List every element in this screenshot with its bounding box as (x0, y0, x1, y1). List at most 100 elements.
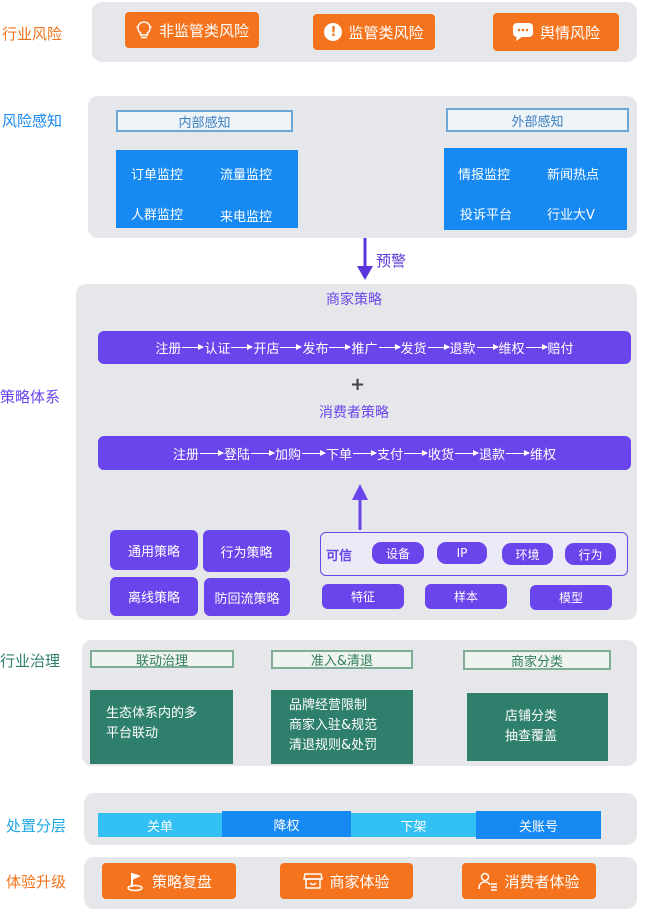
disposal-label: 处置分层 (6, 817, 67, 835)
behavior-strategy-button[interactable]: 行为策略 (203, 530, 290, 572)
trust-environment[interactable]: 环境 (502, 543, 553, 565)
flow-arrow-icon (525, 344, 548, 350)
non-regulatory-risk-label: 非监管类风险 (158, 21, 249, 40)
admission-exit-box: 品牌经营限制 商家入驻&规范 清退规则&处罚 (271, 690, 413, 764)
classify-line-1: 店铺分类 (505, 709, 558, 724)
offline-strategy-button[interactable]: 离线策略 (110, 577, 198, 616)
merchant-flow-step: 发货 (400, 342, 427, 357)
public-opinion-risk-button[interactable]: 舆情风险 (493, 13, 619, 51)
linkage-line-2: 平台联动 (106, 726, 159, 741)
consumer-flow-step: 下单 (325, 447, 352, 463)
strategy-label: 策略体系 (0, 388, 61, 406)
consumer-flow: 注册 登陆 加购 下单 支付 收货 退款 维权 (173, 444, 556, 463)
merchant-flow-step: 赔付 (547, 342, 574, 357)
flow-arrow-icon (250, 449, 275, 456)
consumer-flow-step: 退款 (479, 447, 506, 463)
governance-label: 行业治理 (0, 652, 61, 670)
flow-arrow-icon (353, 449, 377, 456)
admission-exit-title: 准入&清退 (271, 650, 413, 669)
admission-line-2: 商家入驻&规范 (289, 718, 378, 733)
lightbulb-icon (135, 21, 152, 39)
merchant-flow-step: 退款 (449, 342, 476, 357)
experience-panel: 策略复盘 商家体验 消费者体验 (84, 857, 637, 909)
order-monitor: 订单监控 (131, 168, 184, 183)
strategy-review-button[interactable]: 策略复盘 (102, 863, 236, 899)
consumer-flow-step: 支付 (377, 447, 404, 463)
merchant-classify-title: 商家分类 (463, 650, 611, 670)
trust-box: 可信 设备 IP 环境 行为 (320, 532, 628, 576)
consumer-flow-step: 收货 (428, 447, 455, 463)
non-regulatory-risk-button[interactable]: 非监管类风险 (125, 12, 259, 48)
merchant-experience-label: 商家体验 (329, 872, 390, 891)
strategy-review-label: 策略复盘 (151, 872, 212, 891)
internal-perception-box: 订单监控 流量监控 人群监控 来电监控 (116, 150, 298, 228)
trust-device[interactable]: 设备 (372, 542, 424, 564)
flow-arrow-icon (301, 449, 326, 456)
merchant-flow-step: 认证 (204, 342, 231, 357)
call-monitor: 来电监控 (220, 210, 273, 225)
risk-perception-label: 风险感知 (2, 112, 63, 130)
internal-perception-title: 内部感知 (116, 110, 293, 132)
trust-behavior[interactable]: 行为 (565, 543, 616, 565)
consumer-experience-button[interactable]: 消费者体验 (462, 863, 596, 899)
linkage-governance-box: 生态体系内的多 平台联动 (90, 690, 233, 764)
disposal-panel: 关单 降权 下架 关账号 (84, 793, 637, 845)
classify-line-2: 抽查覆盖 (505, 729, 558, 744)
flow-arrow-icon (427, 344, 450, 350)
risk-perception-panel: 内部感知 外部感知 订单监控 流量监控 人群监控 来电监控 情报监控 新闻热点 … (88, 96, 637, 238)
industry-risk-label: 行业风险 (2, 25, 63, 43)
regulatory-risk-button[interactable]: ! 监管类风险 (313, 14, 435, 50)
flow-arrow-icon (455, 449, 480, 456)
admission-line-1: 品牌经营限制 (289, 698, 368, 713)
linkage-governance-title: 联动治理 (90, 650, 234, 669)
merchant-flow-step: 维权 (498, 342, 525, 357)
demote-segment[interactable]: 降权 (222, 811, 351, 837)
feature-button[interactable]: 特征 (322, 584, 404, 609)
flow-arrow-icon (231, 344, 254, 350)
warning-label: 预警 (376, 252, 407, 270)
close-order-segment[interactable]: 关单 (98, 813, 222, 837)
merchant-flow: 注册 认证 开店 发布 推广 发货 退款 维权 赔付 (155, 338, 573, 357)
sample-button[interactable]: 样本 (425, 584, 507, 609)
merchant-experience-button[interactable]: 商家体验 (280, 863, 413, 899)
experience-label: 体验升级 (6, 873, 67, 891)
flow-arrow-icon (182, 344, 205, 350)
flow-arrow-icon (280, 344, 303, 350)
industry-influencer: 行业大V (547, 208, 595, 223)
consumer-flow-step: 注册 (172, 447, 199, 463)
governance-panel: 联动治理 准入&清退 商家分类 生态体系内的多 平台联动 品牌经营限制 商家入驻… (82, 640, 637, 766)
consumer-flow-step: 加购 (274, 447, 301, 463)
model-button[interactable]: 模型 (530, 585, 612, 610)
merchant-flow-step: 开店 (253, 342, 280, 357)
flow-arrow-icon (506, 449, 531, 456)
user-list-icon (478, 872, 498, 891)
warning-arrow-icon (357, 238, 373, 280)
complaint-platform: 投诉平台 (460, 208, 513, 223)
flag-icon (127, 873, 143, 892)
strategy-panel: 商家策略 注册认证开店发布推广发货退款维权赔付 + 消费者策略 注册登陆加购下单… (76, 284, 637, 620)
merchant-flow-step: 推广 (351, 342, 378, 357)
delist-segment[interactable]: 下架 (351, 813, 476, 837)
trust-ip[interactable]: IP (437, 542, 487, 564)
general-strategy-button[interactable]: 通用策略 (110, 530, 198, 570)
public-opinion-risk-label: 舆情风险 (539, 23, 600, 42)
exclamation-icon: ! (324, 23, 343, 41)
regulatory-risk-label: 监管类风险 (348, 23, 424, 42)
flow-arrow-icon (404, 449, 429, 456)
news-hotspot: 新闻热点 (547, 168, 600, 183)
external-perception-title: 外部感知 (446, 108, 629, 132)
flow-arrow-icon (476, 344, 499, 350)
merchant-flow-step: 注册 (155, 342, 182, 357)
consumer-strategy-title: 消费者策略 (319, 405, 389, 421)
plus-sign: + (350, 374, 366, 395)
anti-backflow-strategy-button[interactable]: 防回流策略 (204, 578, 290, 616)
up-arrow-icon (352, 484, 368, 530)
industry-risk-panel: 非监管类风险 ! 监管类风险 舆情风险 (92, 2, 637, 62)
consumer-flow-step: 登陆 (223, 447, 250, 463)
intel-monitor: 情报监控 (458, 168, 511, 183)
flow-arrow-icon (199, 449, 224, 456)
merchant-strategy-title: 商家策略 (326, 292, 382, 308)
consumer-flow-step: 维权 (530, 447, 557, 463)
merchant-flow-step: 发布 (302, 342, 329, 357)
close-account-segment[interactable]: 关账号 (476, 811, 601, 839)
